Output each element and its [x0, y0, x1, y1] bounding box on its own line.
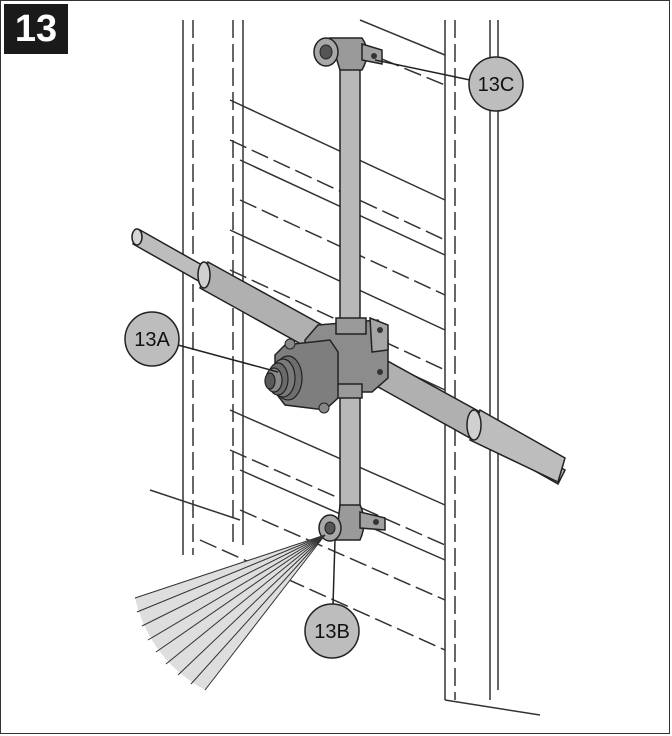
callout-13c-label: 13C: [478, 74, 515, 96]
callout-13b: 13B: [304, 603, 360, 659]
callout-13c: 13C: [468, 56, 524, 112]
leader-13a: [177, 344, 279, 373]
callout-13b-label: 13B: [314, 621, 350, 643]
wall-framing: [149, 19, 541, 716]
top-elbow-fitting: [313, 37, 383, 71]
valve-cartridge: [264, 338, 339, 414]
leader-13c: [374, 59, 471, 81]
vertical-riser-pipe: [339, 59, 361, 531]
water-spray: [134, 534, 326, 691]
bottom-elbow-fitting: [318, 504, 386, 542]
leader-13b: [332, 539, 336, 606]
step-number-badge: 13: [4, 4, 68, 54]
callout-13a: 13A: [124, 311, 180, 367]
callout-13a-label: 13A: [134, 329, 170, 351]
